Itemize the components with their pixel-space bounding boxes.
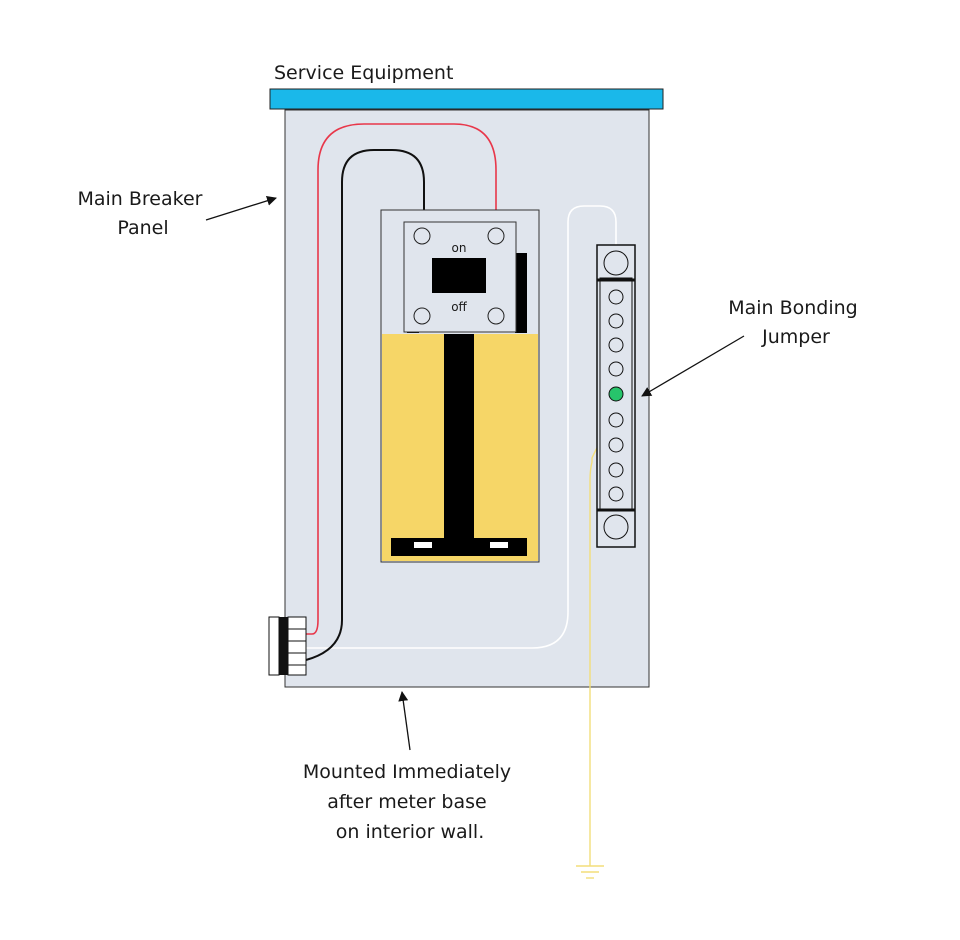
label-mounting-note: Mounted Immediately after meter base on … (303, 761, 517, 843)
label-main-breaker-panel-line-1: Main Breaker (77, 188, 202, 210)
title-bar (269, 88, 664, 110)
neutral-bus-bar (596, 244, 636, 548)
label-mounting-note-line-1: Mounted Immediately (303, 761, 511, 783)
label-main-bonding-jumper-line-1: Main Bonding (728, 297, 858, 319)
label-main-bonding-jumper: Main Bonding Jumper (728, 297, 864, 348)
label-main-bonding-jumper-line-2: Jumper (761, 326, 830, 348)
bonding-screw (608, 386, 624, 402)
ground-symbol-icon (576, 865, 604, 879)
label-main-breaker-panel-line-2: Panel (117, 217, 168, 239)
label-main-breaker-panel: Main Breaker Panel (77, 188, 208, 239)
arrow-icon (398, 691, 411, 751)
diagram-title: Service Equipment (274, 62, 453, 84)
label-mounting-note-line-2: after meter base (327, 791, 486, 813)
hot-wire (306, 123, 497, 635)
conduit-connector (268, 616, 307, 676)
arrow-icon (641, 335, 745, 397)
neutral-wire (305, 149, 425, 661)
main-breaker: on off (380, 209, 540, 563)
label-mounting-note-line-3: on interior wall. (336, 821, 485, 843)
breaker-off-label: off (451, 300, 467, 314)
breaker-handle (432, 258, 486, 293)
breaker-on-label: on (452, 241, 467, 255)
arrow-icon (205, 195, 277, 221)
bonding-wire (306, 205, 617, 649)
